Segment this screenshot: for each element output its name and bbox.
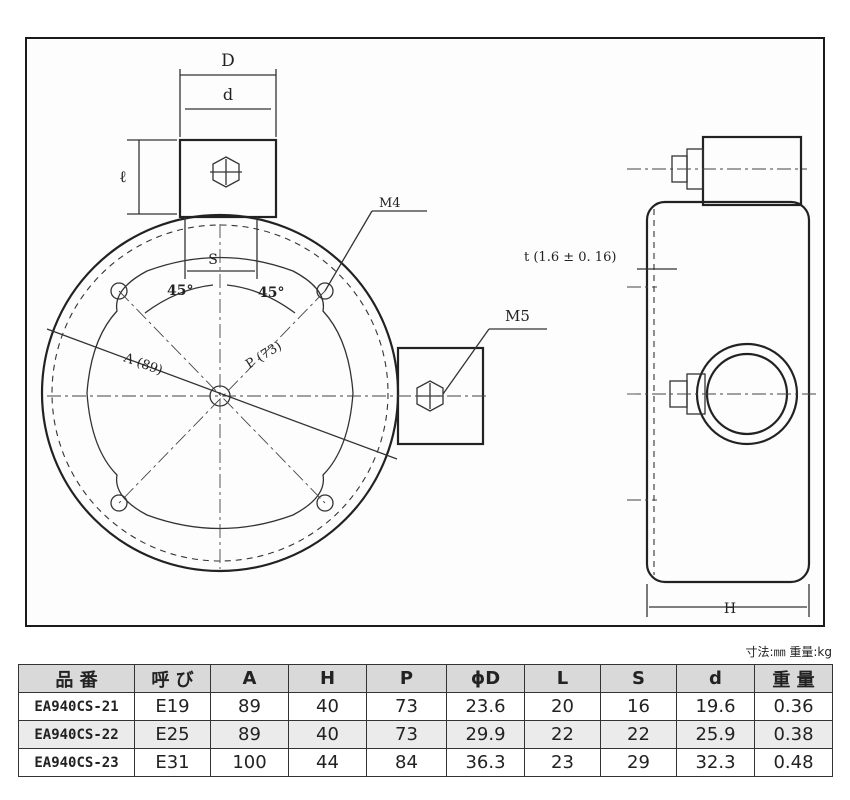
table-row: EA940CS-23 E31 100 44 84 36.3 23 29 32.3… bbox=[18, 748, 833, 777]
front-view bbox=[40, 69, 547, 573]
cell-phiD: 36.3 bbox=[446, 748, 525, 777]
label-angle-left: 45° bbox=[167, 283, 193, 299]
label-D: D bbox=[221, 51, 235, 71]
cell-phiD: 23.6 bbox=[446, 692, 525, 721]
cell-L: 20 bbox=[524, 692, 601, 721]
label-d: d bbox=[223, 85, 233, 104]
angle-arc-left bbox=[144, 284, 214, 314]
label-t: t (1.6 ± 0. 16) bbox=[524, 250, 616, 265]
cell-d: 32.3 bbox=[676, 748, 755, 777]
cell-L: 23 bbox=[524, 748, 601, 777]
col-header-d: d bbox=[676, 664, 755, 693]
col-header-H: H bbox=[288, 664, 367, 693]
cell-nominal: E19 bbox=[134, 692, 211, 721]
cell-A: 89 bbox=[210, 720, 289, 749]
cell-H: 44 bbox=[288, 748, 367, 777]
table-row: EA940CS-22 E25 89 40 73 29.9 22 22 25.9 … bbox=[18, 720, 833, 749]
col-header-phiD: ϕD bbox=[446, 664, 525, 693]
cell-S: 22 bbox=[600, 720, 677, 749]
mount-hole-bl bbox=[110, 494, 128, 512]
col-header-P: P bbox=[366, 664, 447, 693]
cell-S: 16 bbox=[600, 692, 677, 721]
label-l: ℓ bbox=[119, 167, 127, 186]
top-hub bbox=[178, 138, 278, 219]
cell-weight: 0.38 bbox=[754, 720, 833, 749]
col-header-weight: 重 量 bbox=[754, 664, 833, 693]
cell-H: 40 bbox=[288, 720, 367, 749]
drawing-svg: D d ℓ M4 M5 S 45° 45° A (89) P (73) t (1… bbox=[40, 51, 817, 617]
top-hex-nut bbox=[212, 156, 240, 188]
cell-A: 89 bbox=[210, 692, 289, 721]
cell-weight: 0.48 bbox=[754, 748, 833, 777]
label-A: A (89) bbox=[121, 350, 165, 378]
cell-L: 22 bbox=[524, 720, 601, 749]
dim-line-a bbox=[46, 328, 398, 460]
spec-table: 品 番 呼 び A H P ϕD L S d 重 量 EA940CS-21 E1… bbox=[18, 664, 833, 777]
cell-part-number: EA940CS-23 bbox=[18, 748, 135, 777]
technical-drawing: D d ℓ M4 M5 S 45° 45° A (89) P (73) t (1… bbox=[25, 37, 825, 627]
cell-part-number: EA940CS-22 bbox=[18, 720, 135, 749]
label-M4: M4 bbox=[379, 196, 401, 211]
mount-hole-tr bbox=[316, 282, 334, 300]
cell-nominal: E31 bbox=[134, 748, 211, 777]
label-S: S bbox=[208, 252, 218, 268]
label-M5: M5 bbox=[505, 307, 530, 325]
table-header-row: 品 番 呼 び A H P ϕD L S d 重 量 bbox=[18, 664, 833, 693]
mount-hole-tl bbox=[110, 282, 128, 300]
mount-hole-br bbox=[316, 494, 334, 512]
table-row: EA940CS-21 E19 89 40 73 23.6 20 16 19.6 … bbox=[18, 692, 833, 721]
side-view bbox=[627, 135, 817, 617]
side-top-hub bbox=[701, 135, 803, 207]
right-hex-nut bbox=[416, 380, 444, 412]
cell-P: 73 bbox=[366, 720, 447, 749]
label-angle-right: 45° bbox=[258, 285, 284, 301]
label-H: H bbox=[724, 601, 736, 617]
angle-arc-right bbox=[226, 284, 296, 314]
cell-S: 29 bbox=[600, 748, 677, 777]
cell-H: 40 bbox=[288, 692, 367, 721]
inner-rim bbox=[51, 224, 389, 562]
cell-weight: 0.36 bbox=[754, 692, 833, 721]
cell-P: 73 bbox=[366, 692, 447, 721]
side-body bbox=[645, 200, 811, 584]
cell-nominal: E25 bbox=[134, 720, 211, 749]
inner-lobed-cavity bbox=[86, 256, 354, 530]
units-note: 寸法:㎜ 重量:kg bbox=[745, 645, 832, 659]
col-header-nominal: 呼 び bbox=[134, 664, 211, 693]
cell-part-number: EA940CS-21 bbox=[18, 692, 135, 721]
cell-d: 19.6 bbox=[676, 692, 755, 721]
col-header-A: A bbox=[210, 664, 289, 693]
cell-d: 25.9 bbox=[676, 720, 755, 749]
col-header-L: L bbox=[524, 664, 601, 693]
col-header-S: S bbox=[600, 664, 677, 693]
cell-phiD: 29.9 bbox=[446, 720, 525, 749]
cell-A: 100 bbox=[210, 748, 289, 777]
cell-P: 84 bbox=[366, 748, 447, 777]
col-header-part-number: 品 番 bbox=[18, 664, 135, 693]
label-P: P (73) bbox=[243, 339, 285, 373]
